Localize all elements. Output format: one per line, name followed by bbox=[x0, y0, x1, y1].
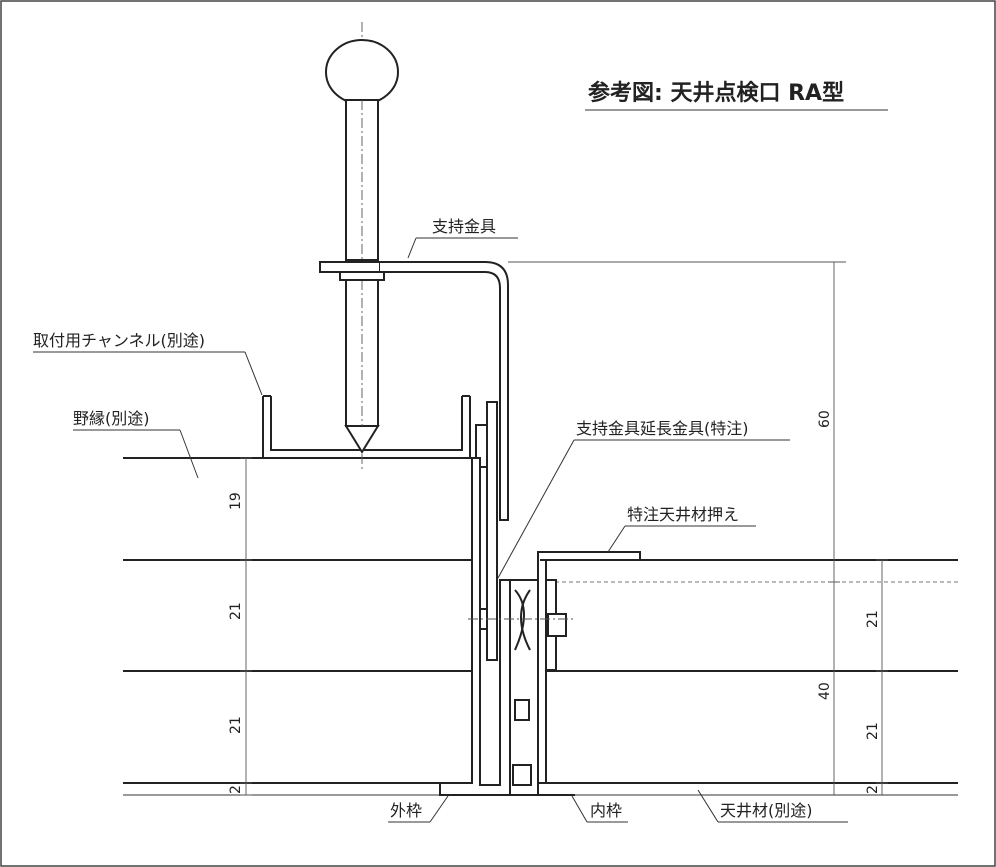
frames-assembly bbox=[439, 401, 641, 796]
leaders bbox=[33, 237, 848, 823]
dim-right-21a: 21 bbox=[865, 610, 881, 628]
label-extension-bracket: 支持金具延長金具(特注) bbox=[576, 419, 749, 438]
mounting-channel-shape bbox=[262, 395, 471, 459]
label-mounting-channel: 取付用チャンネル(別途) bbox=[33, 331, 205, 350]
support-bracket-shape bbox=[319, 261, 509, 521]
ceiling-layers-left bbox=[123, 457, 472, 784]
dim-left-21b: 21 bbox=[228, 716, 244, 734]
dim-left-2: 2 bbox=[228, 785, 244, 794]
dim-left-21a: 21 bbox=[228, 602, 244, 620]
label-outer-frame: 外枠 bbox=[390, 801, 422, 820]
dim-right-40: 40 bbox=[817, 682, 833, 700]
label-inner-frame: 内枠 bbox=[590, 801, 622, 820]
dim-right-21b: 21 bbox=[865, 722, 881, 740]
dim-right-2: 2 bbox=[865, 785, 881, 794]
label-nobuchi: 野縁(別途) bbox=[73, 409, 150, 428]
label-support-bracket: 支持金具 bbox=[432, 217, 496, 236]
dimensions-left bbox=[240, 457, 252, 796]
label-ceiling-material: 天井材(別途) bbox=[720, 801, 813, 820]
dim-right-60: 60 bbox=[817, 410, 833, 428]
hanger-bolt bbox=[325, 22, 399, 470]
dimensions-right bbox=[508, 261, 888, 795]
dim-left-19: 19 bbox=[228, 492, 244, 510]
label-ceiling-retainer: 特注天井材押え bbox=[627, 505, 739, 524]
diagram-title: 参考図: 天井点検口 RA型 bbox=[588, 80, 844, 106]
